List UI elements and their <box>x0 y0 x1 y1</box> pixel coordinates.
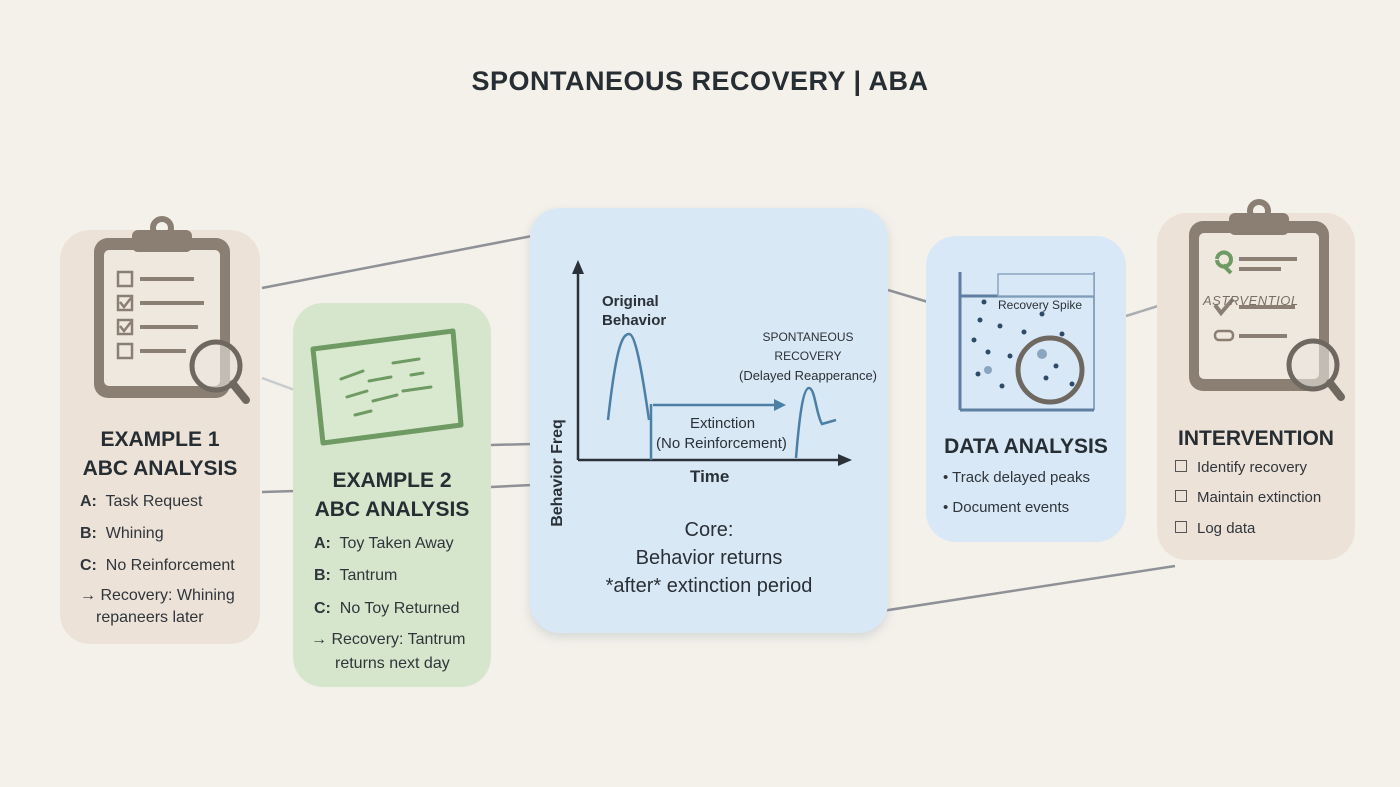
example-1-title: EXAMPLE 1 <box>100 428 220 451</box>
recovery-spike-label: Recovery Spike <box>998 298 1083 312</box>
connector-line <box>490 483 533 489</box>
connector-line <box>490 442 533 447</box>
data-analysis-bullet-1: • Track delayed peaks <box>943 469 1090 486</box>
clipboard-plan-icon <box>1189 199 1345 401</box>
spontaneous-recovery-label: SPONTANEOUS RECOVERY (Delayed Reapperanc… <box>738 330 878 383</box>
x-axis-label: Time <box>690 467 730 486</box>
page-title: SPONTANEOUS RECOVERY | ABA <box>471 66 929 96</box>
checkbox-icon <box>1175 521 1187 533</box>
extinction-label: Extinction <box>690 415 756 432</box>
example-2-card: EXAMPLE 2 ABC ANALYSIS A: Toy Taken Away… <box>293 303 491 687</box>
clipboard-checklist-icon <box>94 216 250 404</box>
intervention-title: INTERVENTION <box>1178 427 1334 450</box>
example-2-title: EXAMPLE 2 <box>332 469 452 492</box>
whiteboard-icon <box>310 328 464 446</box>
spontaneous-recovery-curve <box>794 386 837 459</box>
example-2-subtitle: ABC ANALYSIS <box>314 498 470 521</box>
checkbox-icon <box>1175 460 1187 472</box>
connector-line <box>887 288 929 304</box>
intervention-card: ASTRVENTIOL INTERVENTION Identify recove… <box>1157 199 1355 560</box>
example-1-recovery-detail: repaneers later <box>96 609 204 626</box>
connector-line <box>261 489 297 494</box>
x-axis-arrow <box>838 454 852 466</box>
example-2-recovery: → Recovery: Tantrum <box>311 631 466 648</box>
example-1-subtitle: ABC ANALYSIS <box>82 457 238 480</box>
core-summary: Core: Behavior returns *after* extinctio… <box>605 519 813 597</box>
example-2-consequence: C: No Toy Returned <box>314 600 460 617</box>
y-axis-label: Behavior Freq <box>549 419 566 527</box>
y-axis-arrow <box>572 260 584 274</box>
extinction-sublabel: (No Reinforcement) <box>656 435 787 452</box>
intervention-item-1: Identify recovery <box>1175 459 1307 476</box>
example-2-recovery-detail: returns next day <box>335 655 450 672</box>
example-1-antecedent: A: Task Request <box>80 493 203 510</box>
example-1-card: EXAMPLE 1 ABC ANALYSIS A: Task Request B… <box>60 216 260 644</box>
connector-line <box>261 234 533 290</box>
scatter-data-icon <box>958 272 1095 412</box>
example-1-recovery: → Recovery: Whining <box>80 587 235 604</box>
data-analysis-bullet-2: • Document events <box>943 499 1070 516</box>
clipboard-scribble-text: ASTRVENTIOL <box>1203 293 1299 308</box>
intervention-item-3: Log data <box>1175 520 1255 537</box>
example-2-antecedent: A: Toy Taken Away <box>314 535 454 552</box>
example-2-behavior: B: Tantrum <box>314 567 398 584</box>
core-concept-card: Behavior Freq Original Behavior Extincti… <box>530 208 888 633</box>
data-analysis-card: Recovery Spike DATA ANALYSIS • Track del… <box>926 236 1126 542</box>
data-analysis-title: DATA ANALYSIS <box>944 435 1108 458</box>
connector-line <box>1125 304 1159 318</box>
example-1-behavior: B: Whining <box>80 525 164 542</box>
extinction-arrow-head <box>774 399 786 411</box>
recovery-curve-graph <box>572 260 852 466</box>
checkbox-icon <box>1175 490 1187 502</box>
original-behavior-label: Original Behavior <box>602 293 667 329</box>
example-1-consequence: C: No Reinforcement <box>80 557 235 574</box>
intervention-item-2: Maintain extinction <box>1175 489 1321 506</box>
original-behavior-curve <box>606 332 651 421</box>
connector-line <box>881 564 1176 613</box>
